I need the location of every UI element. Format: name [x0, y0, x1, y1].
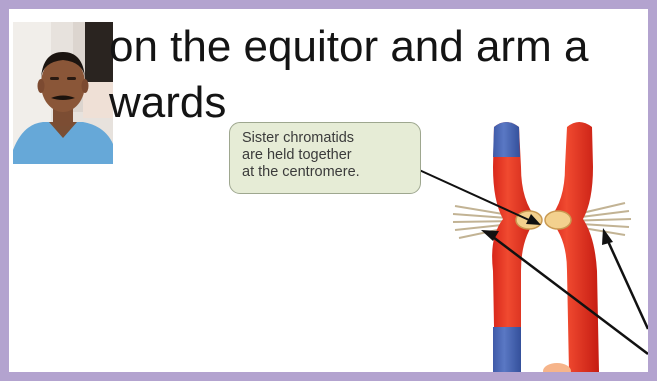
bottom-blob: [543, 363, 571, 372]
chromatid-left: [492, 122, 537, 372]
chromatid-right: [549, 122, 599, 372]
callout-line-2: are held together: [242, 147, 412, 164]
kinetochore-right: [545, 211, 571, 229]
slide-canvas: on the equitor and arm a wards: [9, 9, 648, 372]
pointer-arrow-right-fiber: [602, 228, 648, 329]
callout-line-3: at the centromere.: [242, 164, 412, 181]
centromere-callout: Sister chromatids are held together at t…: [229, 122, 421, 194]
callout-line-1: Sister chromatids: [242, 130, 412, 147]
